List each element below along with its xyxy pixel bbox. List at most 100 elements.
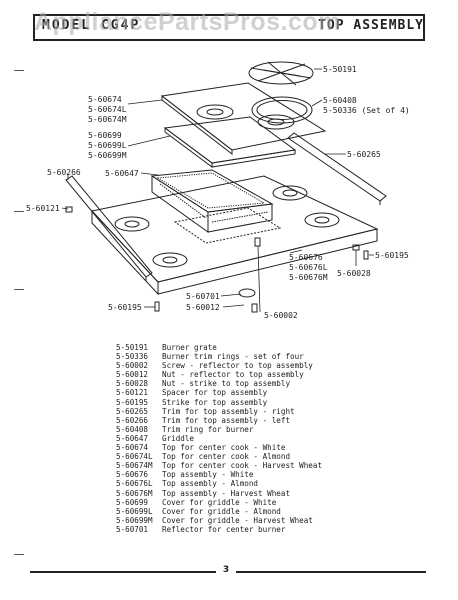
left-trim-drawing xyxy=(65,175,153,281)
part-description: Nut - reflector to top assembly xyxy=(162,370,304,380)
callout-label: 5-60265 xyxy=(347,150,381,159)
griddle-cover-drawing xyxy=(163,116,297,168)
legend-row: 5-60121 Spacer for top assembly xyxy=(116,388,416,397)
part-number: 5-60002 xyxy=(116,361,149,371)
part-description: Top for center cook - Almond xyxy=(162,452,291,462)
griddle-drawing xyxy=(150,169,274,233)
part-number: 5-60676M xyxy=(116,488,153,498)
part-description: Top for center cook - White xyxy=(162,443,286,453)
legend-row: 5-60408 Trim ring for burner xyxy=(116,425,416,434)
legend-row: 5-60699 Cover for griddle - White xyxy=(116,498,416,507)
part-number: 5-60195 xyxy=(116,397,149,407)
callout-label: 5-60699L xyxy=(88,141,127,150)
callout-label: 5-60028 xyxy=(337,269,371,278)
callout-label: 5-60647 xyxy=(105,169,139,178)
part-description: Trim ring for burner xyxy=(162,424,254,434)
watermark-logo: AppliancePartsPros.com xyxy=(34,8,341,36)
part-description: Cover for griddle - Almond xyxy=(162,506,281,516)
part-description: Griddle xyxy=(162,433,195,443)
part-description: Reflector for center burner xyxy=(162,524,286,534)
part-number: 5-60674M xyxy=(116,461,153,471)
callout-label: 5-60676L xyxy=(289,263,328,272)
part-number: 5-60265 xyxy=(116,406,149,416)
callout-label: 5-60002 xyxy=(264,311,298,320)
part-number: 5-60012 xyxy=(116,370,149,380)
callout-label: 5-60676 xyxy=(289,253,323,262)
legend-row: 5-60195 Strike for top assembly xyxy=(116,398,416,407)
callout-label: 5-60012 xyxy=(186,303,220,312)
exploded-parts-diagram: 5-50191 5-60408 5-50336 (Set of 4) 5-606… xyxy=(26,61,410,320)
part-number: 5-60676 xyxy=(116,470,149,480)
part-description: Strike for top assembly xyxy=(162,397,268,407)
legend-row: 5-60701 Reflector for center burner xyxy=(116,525,416,534)
part-number: 5-60028 xyxy=(116,379,149,389)
part-number: 5-50191 xyxy=(116,343,149,352)
legend-row: 5-60676 Top assembly - White xyxy=(116,470,416,479)
part-number: 5-60701 xyxy=(116,524,149,534)
center-cook-top-drawing xyxy=(160,82,327,156)
callout-label: 5-60701 xyxy=(186,292,220,301)
callout-label: 5-60699 xyxy=(88,131,122,140)
right-trim-drawing xyxy=(287,132,387,205)
callout-label: 5-60676M xyxy=(289,273,328,282)
part-number: 5-60266 xyxy=(116,415,149,425)
legend-row: 5-60647 Griddle xyxy=(116,434,416,443)
margin-mark xyxy=(14,70,24,71)
callout-label: 5-60121 xyxy=(26,204,60,213)
callout-label: 5-60674L xyxy=(88,105,127,114)
burner-grate-drawing xyxy=(248,61,314,86)
model-title: MODEL CG4P xyxy=(42,18,141,33)
callout-label: 5-50191 xyxy=(323,65,357,74)
legend-row: 5-50336 Burner trim rings - set of four xyxy=(116,352,416,361)
part-description: Nut - strike to top assembly xyxy=(162,379,291,389)
margin-mark xyxy=(14,211,24,212)
parts-legend: 5-50191 Burner grate 5-50336 Burner trim ri… xyxy=(116,343,416,534)
part-number: 5-60676L xyxy=(116,479,153,489)
trim-ring-drawing xyxy=(251,96,313,124)
callout-label: 5-60266 xyxy=(47,168,81,177)
part-number: 5-60699L xyxy=(116,506,153,516)
part-number: 5-60699 xyxy=(116,497,149,507)
part-description: Cover for griddle - Harvest Wheat xyxy=(162,515,313,525)
callout-labels: 5-50191 5-60408 5-50336 (Set of 4) 5-606… xyxy=(26,65,410,320)
callout-label: 5-60674 xyxy=(88,95,122,104)
footer-rule-right xyxy=(236,571,426,573)
legend-row: 5-60699L Cover for griddle - Almond xyxy=(116,507,416,516)
part-number: 5-60647 xyxy=(116,433,149,443)
legend-row: 5-60674M Top for center cook - Harvest Wh… xyxy=(116,461,416,470)
part-number: 5-60699M xyxy=(116,515,153,525)
legend-row: 5-60674 Top for center cook - White xyxy=(116,443,416,452)
part-description: Spacer for top assembly xyxy=(162,388,268,398)
callout-label: 5-60195 xyxy=(375,251,409,260)
page-number: 3 xyxy=(222,565,230,575)
part-number: 5-60674 xyxy=(116,443,149,453)
legend-row: 5-60674L Top for center cook - Almond xyxy=(116,452,416,461)
part-description: Top for center cook - Harvest Wheat xyxy=(162,461,323,471)
part-description: Burner trim rings - set of four xyxy=(162,352,304,362)
callout-label: 5-60408 xyxy=(323,96,357,105)
margin-mark xyxy=(14,554,24,555)
legend-row: 5-60028 Nut - strike to top assembly xyxy=(116,379,416,388)
part-number: 5-60408 xyxy=(116,424,149,434)
part-number: 5-60674L xyxy=(116,452,153,462)
legend-row: 5-50191 Burner grate xyxy=(116,343,416,352)
part-description: Top assembly - Almond xyxy=(162,479,259,489)
callout-label: 5-60195 xyxy=(108,303,142,312)
callout-label: 5-60699M xyxy=(88,151,127,160)
part-number: 5-60121 xyxy=(116,388,149,398)
hardware-drawing xyxy=(65,206,369,313)
part-description: Screw - reflector to top assembly xyxy=(162,361,313,371)
top-assembly-drawing xyxy=(91,175,379,296)
part-description: Burner grate xyxy=(162,343,217,352)
callout-label: 5-60674M xyxy=(88,115,127,124)
margin-mark xyxy=(14,289,24,290)
part-description: Top assembly - White xyxy=(162,470,254,480)
part-number: 5-50336 xyxy=(116,352,149,362)
part-description: Trim for top assembly - right xyxy=(162,406,295,416)
legend-row: 5-60012 Nut - reflector to top assembly xyxy=(116,370,416,379)
legend-row: 5-60002 Screw - reflector to top assembly xyxy=(116,361,416,370)
part-description: Cover for griddle - White xyxy=(162,497,277,507)
